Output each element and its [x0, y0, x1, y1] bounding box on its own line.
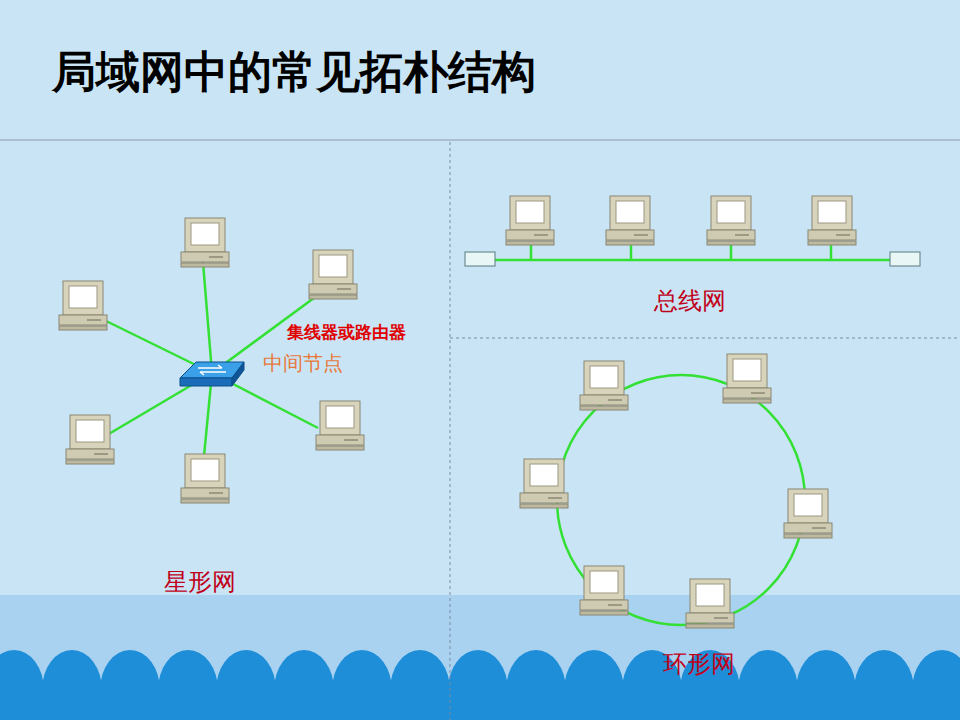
device-label: 集线器或路由器: [287, 322, 406, 342]
network-name: 环形网: [663, 650, 735, 679]
page-title: 局域网中的常见拓朴结构: [52, 46, 536, 99]
network-name: 总线网: [654, 287, 726, 316]
ring: [520, 354, 832, 628]
hub-symbol: [180, 362, 244, 386]
network-name: 星形网: [164, 568, 236, 597]
title-rule: [0, 140, 960, 141]
computer: [59, 218, 364, 503]
divider: [450, 338, 960, 339]
divider: [450, 142, 451, 720]
waves: [0, 650, 960, 720]
node-label: 中间节点: [263, 351, 343, 375]
wave-base: [0, 690, 960, 720]
bus: [465, 196, 920, 266]
